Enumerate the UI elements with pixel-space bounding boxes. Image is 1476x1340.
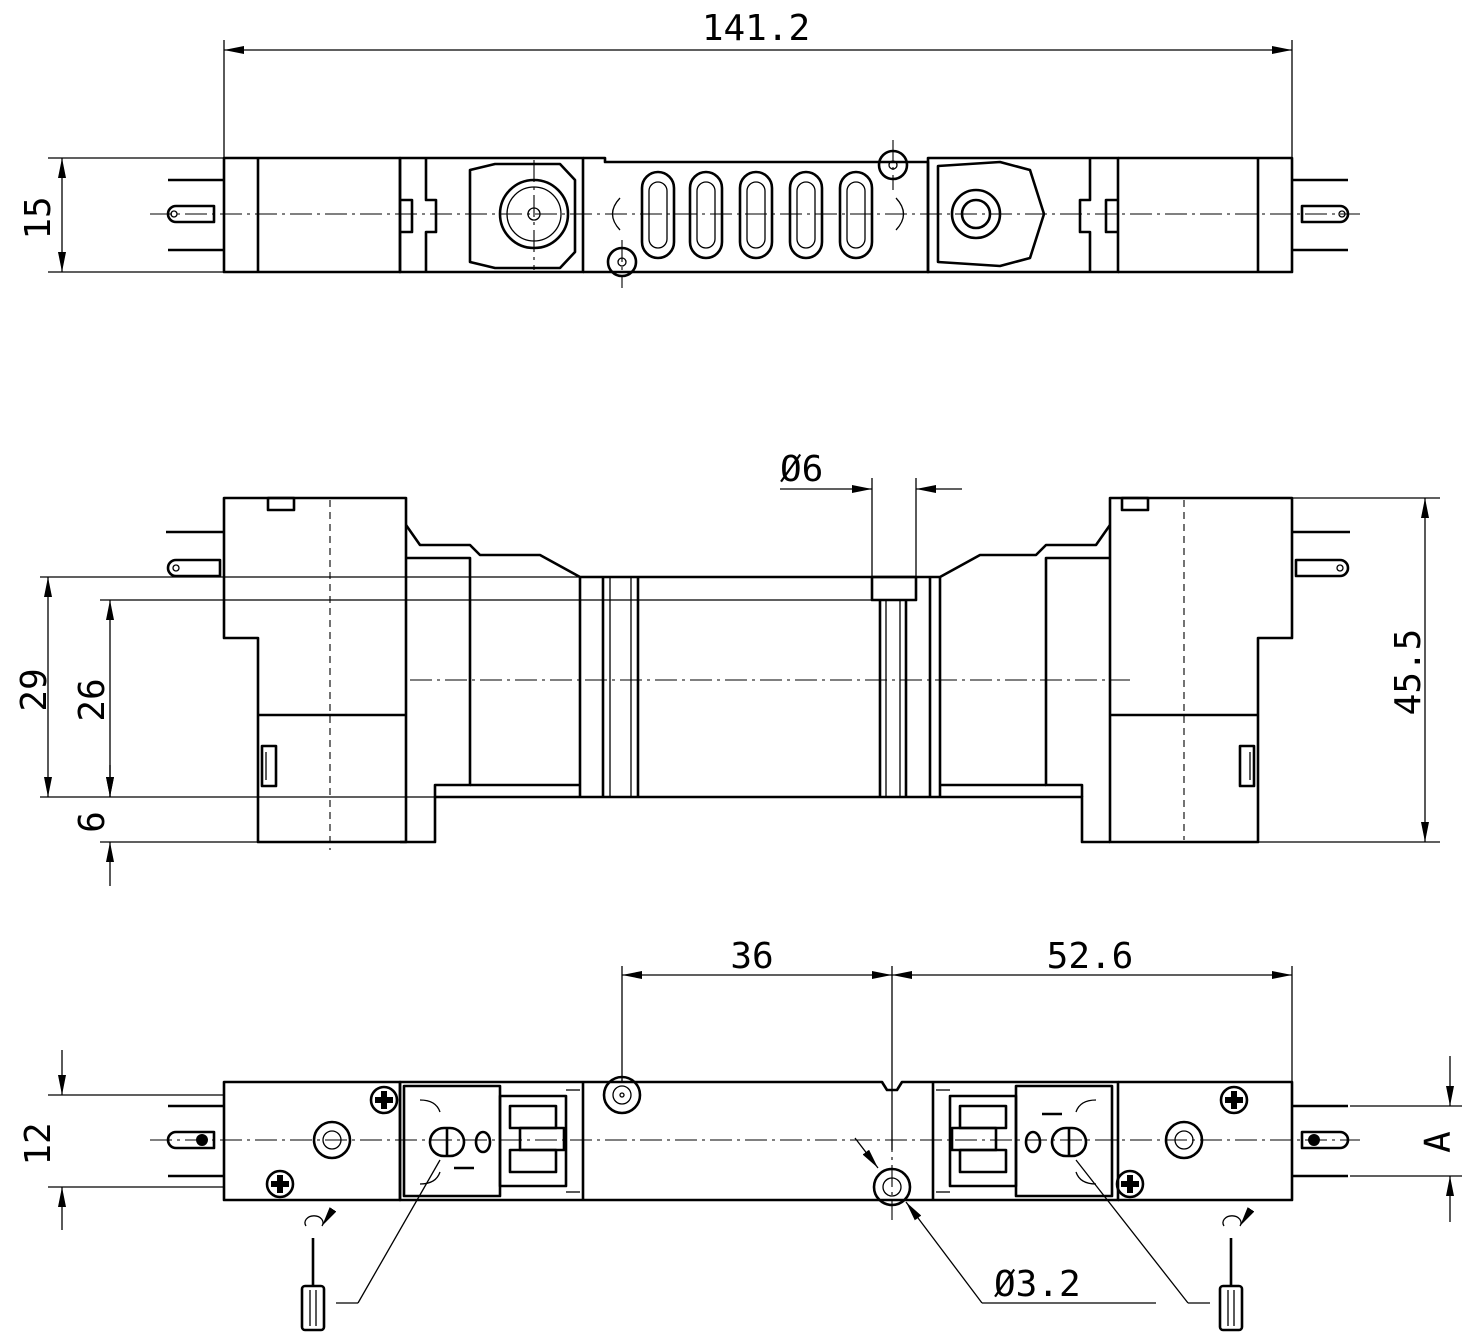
dimension-hole-spacing: 36 52.6 [621,936,1293,1150]
screw-icon [1219,1085,1249,1115]
dimension-label-height-29: 29 [14,668,55,711]
bottom-view: 36 52.6 12 A Ø3.2 [18,936,1462,1332]
dimension-label-base-height: 6 [72,811,113,833]
dimension-label-mounting-hole: Ø3.2 [994,1264,1081,1305]
dimension-label-width-top: 15 [18,196,59,239]
valve-body-side [166,496,1350,850]
dimension-connector: A [1350,1056,1462,1222]
dimension-label-port-diameter: Ø6 [780,449,823,490]
dimension-height-29: 29 [14,576,590,798]
top-view: 141.2 15 [18,8,1360,288]
dimension-width-top: 15 [18,157,224,273]
dimension-label-hole-spacing-right: 52.6 [1047,936,1134,977]
dimension-height-26: 26 [72,599,872,797]
valve-body-bottom [150,1075,1360,1220]
screw-icon [265,1169,295,1199]
dimension-label-total-height: 45.5 [1388,629,1429,716]
dimension-label-connector: A [1418,1131,1459,1153]
dimension-width-bottom: 12 [18,1050,224,1230]
dimension-label-hole-spacing-left: 36 [730,936,773,977]
dimension-label-width-bottom: 12 [18,1122,59,1165]
dimension-mounting-hole: Ø3.2 [854,1137,1156,1305]
screw-icon [369,1085,399,1115]
dimension-base-height: 6 [72,765,400,886]
side-view: Ø6 45.5 29 26 6 [14,449,1440,886]
screw-icon [1115,1169,1145,1199]
dimension-overall-length: 141.2 [223,8,1293,158]
dimension-label-overall-length: 141.2 [702,8,810,49]
screwdriver-icon [1075,1159,1255,1332]
dimension-label-height-26: 26 [72,678,113,721]
valve-body-top [150,140,1360,288]
dimension-total-height: 45.5 [1118,497,1440,843]
screwdriver-icon [300,1159,441,1332]
